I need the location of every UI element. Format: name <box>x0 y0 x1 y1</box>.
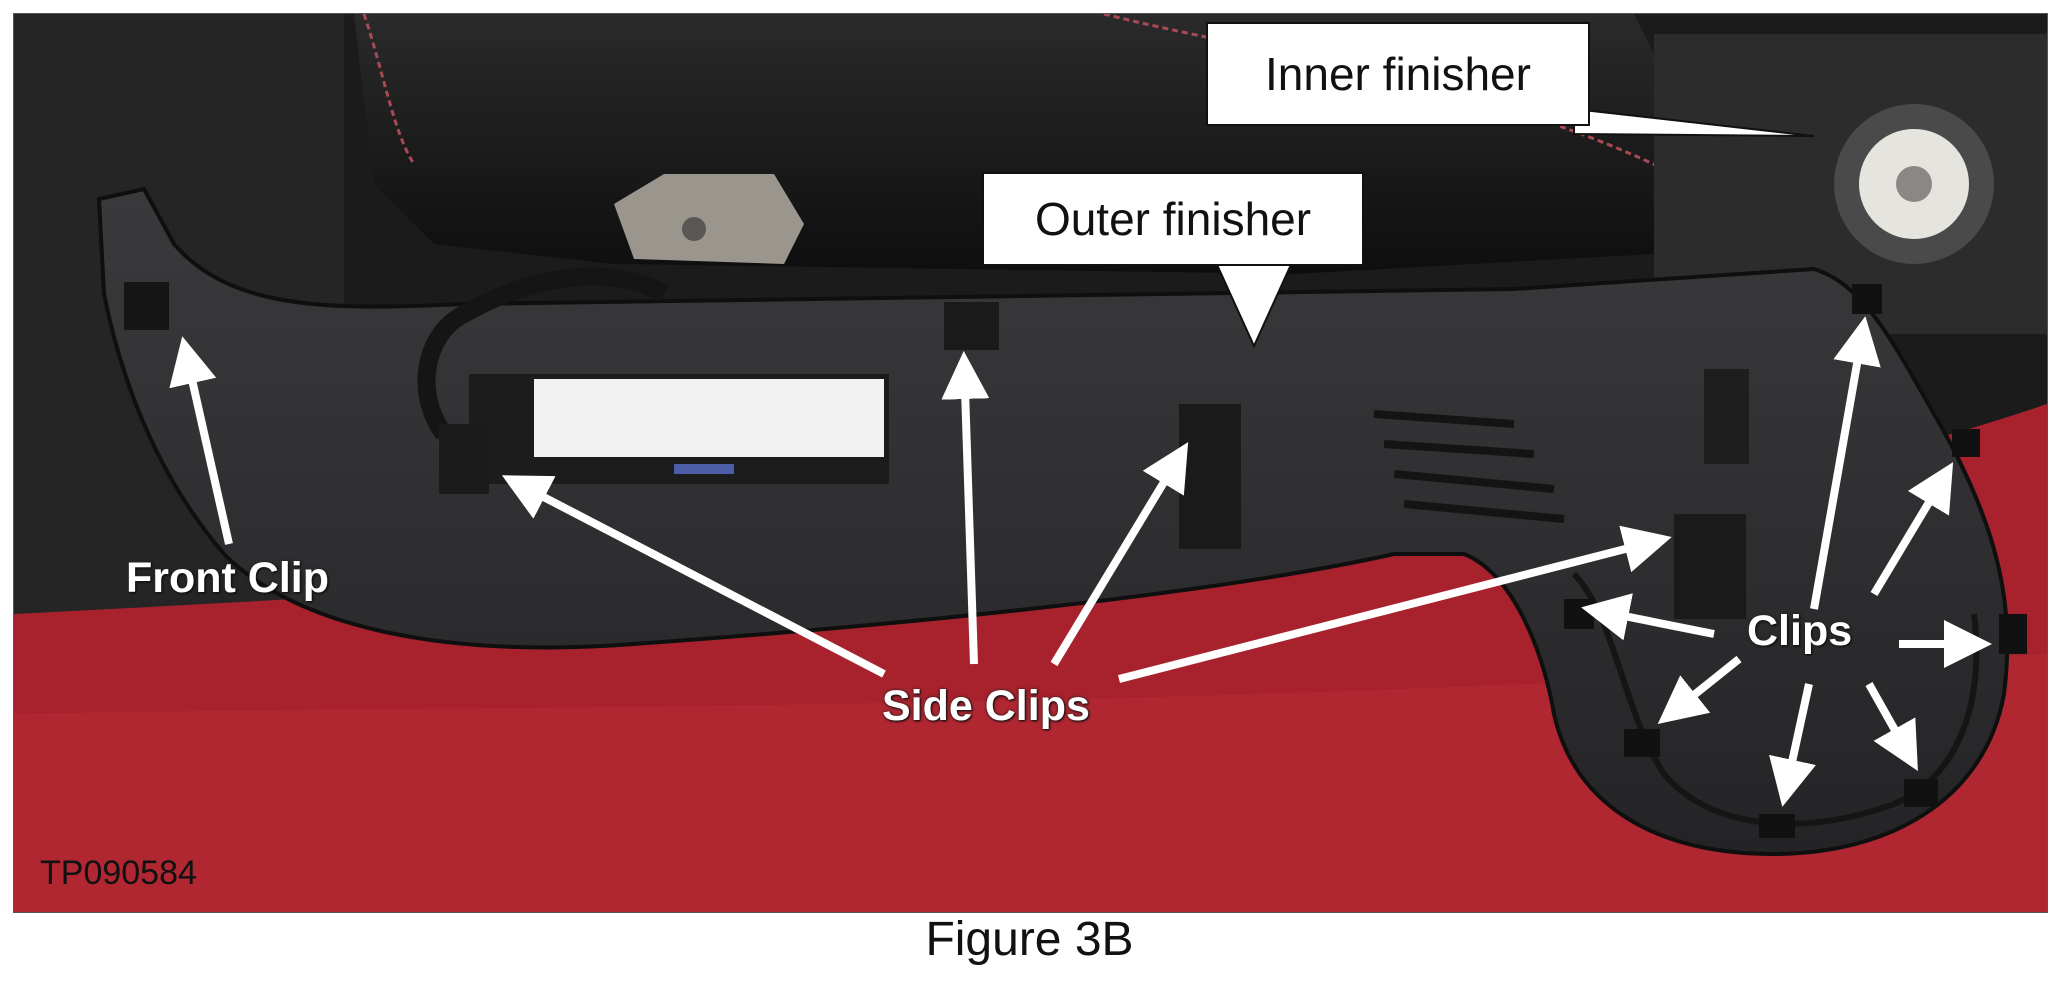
seat-stitching-2 <box>362 14 416 165</box>
perimeter-clip-3 <box>1999 614 2027 654</box>
side-clip-block-2 <box>944 302 999 350</box>
wire-harness <box>417 267 669 440</box>
figure-caption: Figure 3B <box>925 913 1134 966</box>
perimeter-clip-1 <box>1852 284 1882 314</box>
outer-finisher-text: Outer finisher <box>1034 193 1312 245</box>
side-clip-block-1 <box>439 424 489 494</box>
side-clips-arrow-2 <box>941 351 990 665</box>
perimeter-clip-5 <box>1759 814 1795 838</box>
photo-id: TP090584 <box>40 854 197 892</box>
clips-arrow-5 <box>1769 683 1816 807</box>
post-boss <box>1704 369 1749 464</box>
photo-scene <box>14 14 2047 912</box>
front-clip-arrow <box>169 336 233 545</box>
red-cloth-shade <box>14 654 2047 912</box>
side-clips-arrow-1 <box>501 475 886 678</box>
side-clip-block-3 <box>1179 404 1241 549</box>
front-clip-label: Front Clip <box>126 554 330 602</box>
inner-finisher-text: Inner finisher <box>1265 48 1531 100</box>
clips-arrow-6 <box>1657 655 1742 724</box>
perimeter-clip-4 <box>1904 779 1938 807</box>
clips-label: Clips <box>1747 607 1853 655</box>
outer-finisher-callout: Outer finisher <box>982 172 1364 266</box>
clips-arrow-2 <box>1870 462 1954 597</box>
side-clip-block-4 <box>1674 514 1746 619</box>
figure-photo: Inner finisher Outer finisher Front Clip… <box>13 13 2048 913</box>
recliner-bolt <box>1896 166 1932 202</box>
side-clips-arrow-4 <box>1118 525 1672 683</box>
perimeter-clip-2 <box>1952 429 1980 457</box>
front-clip-block <box>124 282 169 330</box>
bracket-bolt <box>682 217 706 241</box>
clips-arrow-7 <box>1581 593 1715 641</box>
clips-arrow-4 <box>1865 682 1918 771</box>
clips-arrow-1 <box>1810 316 1881 610</box>
control-module-label <box>534 379 884 457</box>
perimeter-clip-7 <box>1564 599 1594 629</box>
inner-finisher-callout: Inner finisher <box>1206 22 1590 126</box>
side-clips-label: Side Clips <box>882 682 1090 730</box>
seat-bracket <box>614 174 804 264</box>
perimeter-clip-6 <box>1624 729 1660 757</box>
side-clips-arrow-3 <box>1050 442 1189 667</box>
panel-ribs <box>1373 410 1565 523</box>
module-led-strip <box>674 464 734 474</box>
